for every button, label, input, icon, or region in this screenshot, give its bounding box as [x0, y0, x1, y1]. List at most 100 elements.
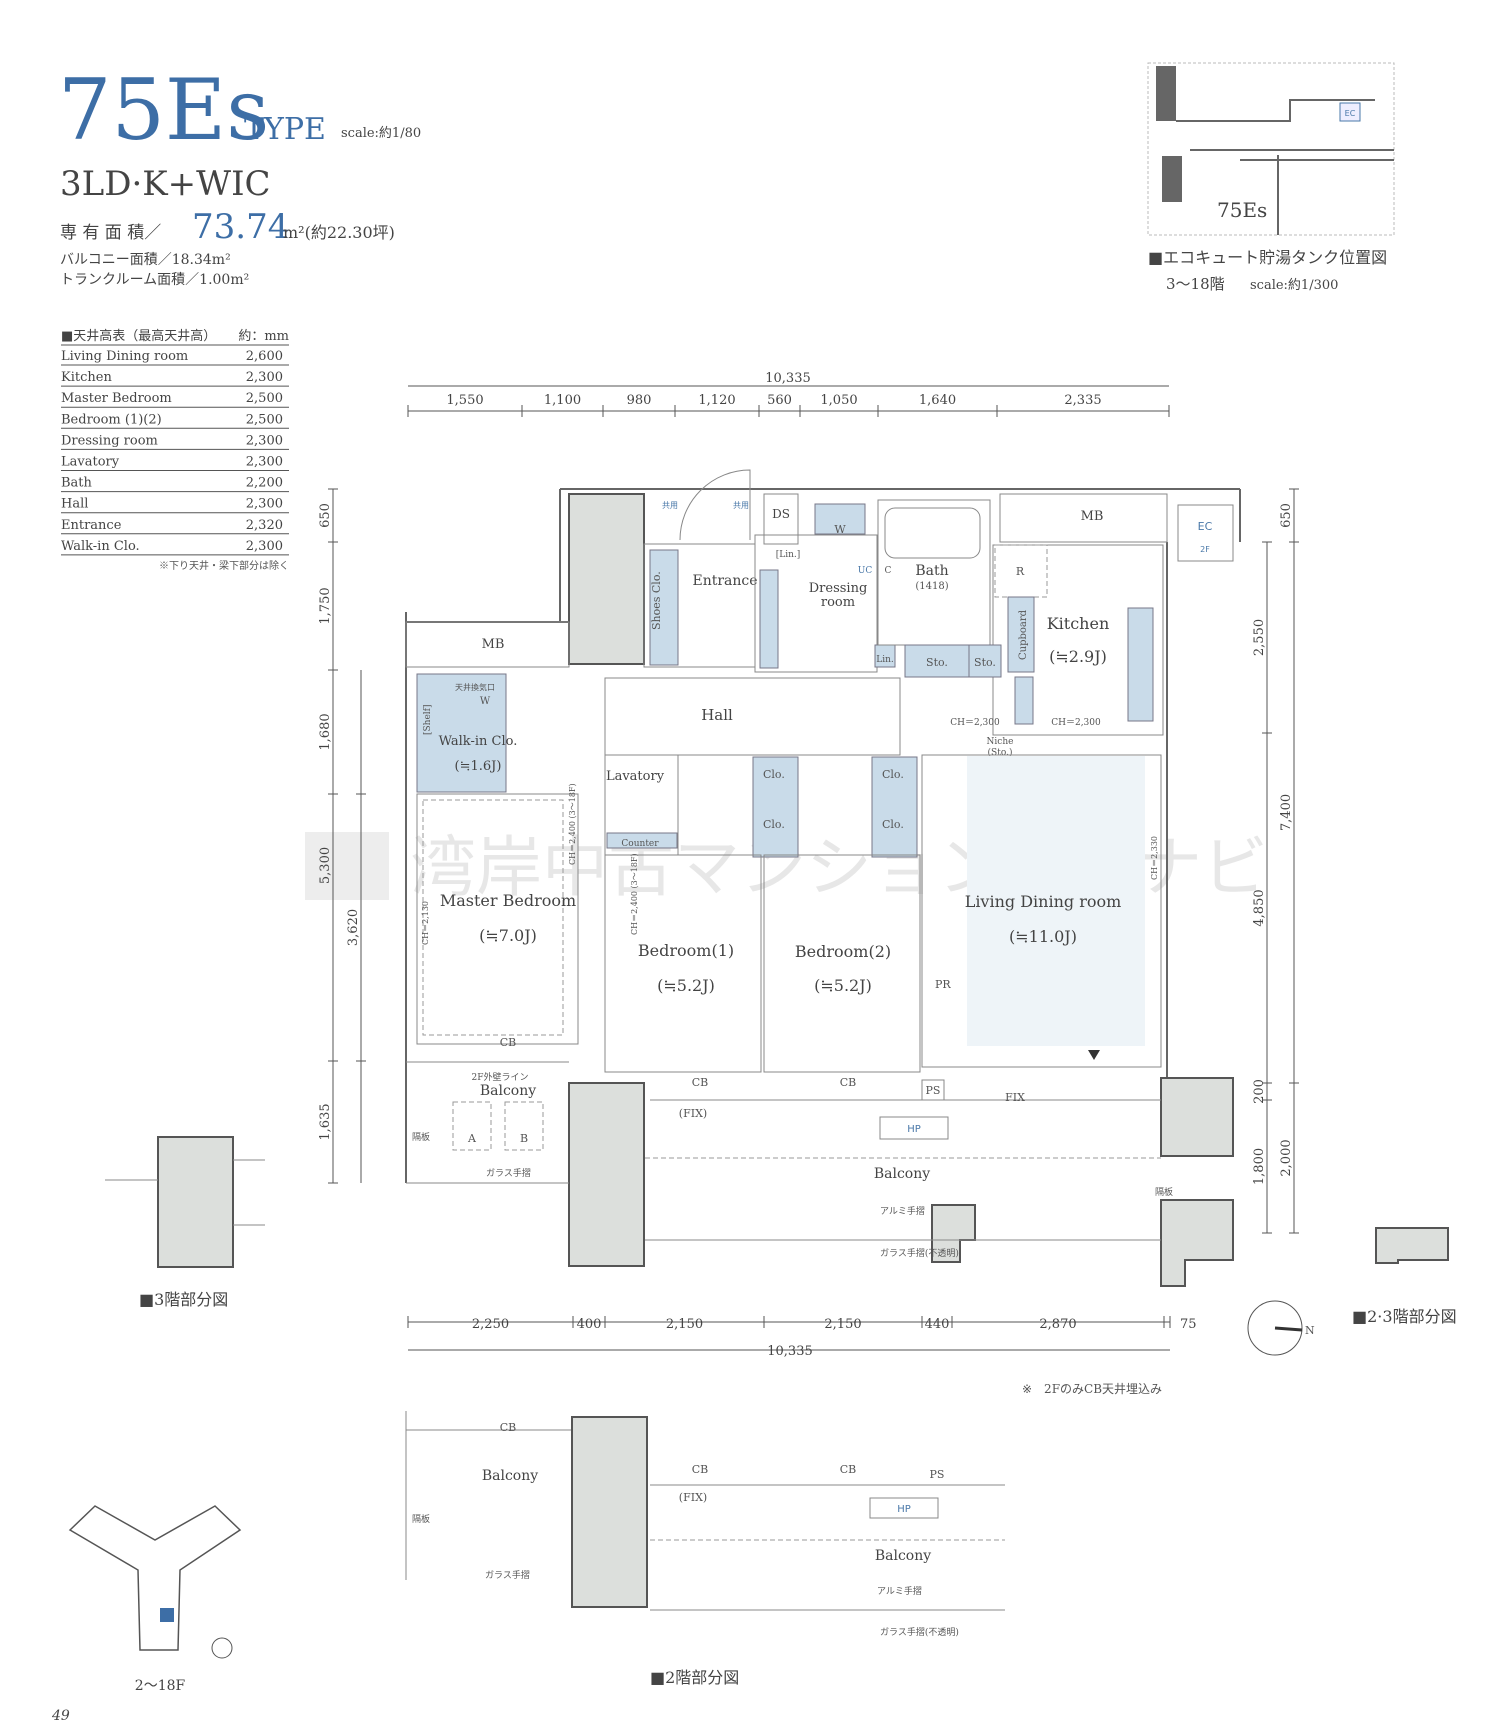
table-row-room: Bath: [61, 476, 93, 491]
entrance-door[interactable]: [679, 469, 751, 541]
floor-2-3-partial: ■2·3階部分図: [1352, 1227, 1457, 1326]
master-bedroom: [416, 793, 579, 1045]
dim-label: 560: [767, 393, 792, 408]
dim-label: 1,635: [318, 1103, 333, 1140]
shoes-closet-label: Shoes Clo.: [650, 571, 663, 630]
dim-label: 1,680: [318, 713, 333, 750]
building-site-plan: 2〜18F: [68, 1505, 242, 1694]
f2-cb: CB: [500, 1421, 517, 1434]
dim-label: 1,800: [1252, 1148, 1267, 1185]
table-row-room: Hall: [61, 497, 88, 512]
dim-label: 1,120: [698, 393, 735, 408]
hall-label: Hall: [701, 706, 733, 724]
cupboard-label: Cupboard: [1018, 609, 1029, 660]
linen-label: [Lin.]: [776, 550, 801, 560]
dim-label: 650: [318, 503, 333, 528]
entrance-label: Entrance: [692, 573, 757, 589]
master-bedroom-label: Master Bedroom: [440, 891, 576, 910]
balcony-main-label: Balcony: [874, 1166, 930, 1182]
balcony-left-label: Balcony: [480, 1083, 536, 1099]
table-row-room: Dressing room: [61, 433, 158, 448]
wall-line-label: 2F外壁ライン: [472, 1071, 529, 1083]
floor-2-partial: Balcony CB CB CB PS (FIX) HP Balcony アルミ…: [405, 1411, 1005, 1687]
ch-master: CH＝2,130: [421, 901, 430, 945]
partition-label: 隔板: [412, 1131, 430, 1143]
column: [568, 1082, 645, 1267]
mb-top-label: MB: [1081, 509, 1104, 524]
table-row-room: Kitchen: [61, 370, 112, 385]
f2-cb: CB: [692, 1463, 709, 1476]
table-note: ※下り天井・梁下部分は除く: [159, 559, 289, 572]
table-row-value: 2,500: [246, 412, 283, 427]
f2-hp: HP: [897, 1504, 911, 1515]
keymap-floors: 3〜18階: [1166, 275, 1225, 293]
vent-label: 天井換気口: [455, 682, 495, 692]
dim-label: 2,150: [666, 1317, 703, 1332]
table-row-room: Living Dining room: [61, 349, 188, 364]
dim-label: 2,335: [1064, 393, 1101, 408]
kitchen: [992, 544, 1164, 736]
ldr-size: (≒11.0J): [1009, 927, 1077, 946]
ldr-label: Living Dining room: [965, 892, 1122, 911]
scale-label: scale:約1/80: [341, 126, 421, 141]
kitchen-label: Kitchen: [1047, 614, 1110, 633]
walk-in-closet: [416, 673, 507, 793]
storage-label: Sto.: [974, 656, 996, 669]
common-label: 共用: [733, 501, 749, 510]
dim-label: 440: [925, 1317, 950, 1332]
f2-glass-rail: ガラス手摺: [485, 1569, 530, 1581]
closet-label: Clo.: [882, 818, 904, 831]
bath-size: (1418): [915, 581, 948, 592]
dim-label: 75: [1180, 1317, 1197, 1332]
glass-rail-label: ガラス手摺: [486, 1167, 531, 1179]
dressing-label: Dressing: [809, 581, 868, 596]
f2-balcony-main: Balcony: [875, 1548, 931, 1564]
dim-bottom-total: 10,335: [767, 1344, 813, 1359]
bedroom-2-size: (≒5.2J): [814, 976, 872, 995]
cb-note: ※ 2FのみCB天井埋込み: [1022, 1382, 1162, 1396]
compass: N: [1247, 1300, 1315, 1356]
table-unit: 約：mm: [238, 329, 289, 344]
keymap-scale: scale:約1/300: [1250, 278, 1338, 293]
f2-fix: (FIX): [679, 1491, 707, 1504]
type-code: 75Es: [58, 61, 269, 159]
floor-3-caption: ■3階部分図: [139, 1290, 228, 1309]
dressing-room: [754, 534, 878, 673]
floor-3-partial: ■3階部分図: [105, 1136, 265, 1309]
main-floor-plan: MB [Shelf] 天井換気口 W Walk-in Clo. (≒1.6J) …: [405, 469, 1241, 1287]
north-label: N: [1305, 1324, 1315, 1337]
bedroom-1: [604, 854, 762, 1073]
ec-floor-label: 2F: [1200, 545, 1210, 554]
dim-top-total: 10,335: [765, 371, 811, 386]
wic-size: (≒1.6J): [455, 759, 502, 774]
f2-balcony-left: Balcony: [482, 1468, 538, 1484]
shelf-label: [Shelf]: [423, 704, 433, 735]
layout-label: 3LD·K+WIC: [60, 164, 271, 204]
area-value: 73.74: [192, 207, 289, 247]
dressing-label-2: room: [821, 595, 855, 610]
dim-label: 2,870: [1039, 1317, 1076, 1332]
dim-label: 980: [627, 393, 652, 408]
bedroom-1-label: Bedroom(1): [638, 941, 734, 960]
ch-kitchen: CH＝2,300: [1051, 718, 1101, 728]
cb-label: CB: [840, 1076, 857, 1089]
dim-label: 1,640: [919, 393, 956, 408]
dim-label: 7,400: [1279, 794, 1294, 831]
partition-label: 隔板: [1155, 1186, 1173, 1198]
fix-label: (FIX): [679, 1107, 707, 1120]
f2-ps: PS: [930, 1468, 945, 1481]
keymap-unit: 75Es: [1217, 198, 1267, 222]
keymap-caption: ■エコキュート貯湯タンク位置図: [1148, 248, 1387, 267]
dim-label: 2,150: [824, 1317, 861, 1332]
opaque-glass-rail-label: ガラス手摺(不透明): [880, 1247, 959, 1259]
ecocute-keymap: EC 75Es ■エコキュート貯湯タンク位置図 3〜18階 scale:約1/3…: [1147, 62, 1395, 293]
niche-label: Niche: [987, 737, 1014, 747]
keymap-ec: EC: [1345, 109, 1356, 118]
bedroom-2: [763, 854, 921, 1073]
dim-label: 1,550: [446, 393, 483, 408]
table-row-value: 2,600: [246, 349, 283, 364]
hall: [604, 677, 901, 756]
table-row-room: Bedroom (1)(2): [61, 412, 162, 427]
